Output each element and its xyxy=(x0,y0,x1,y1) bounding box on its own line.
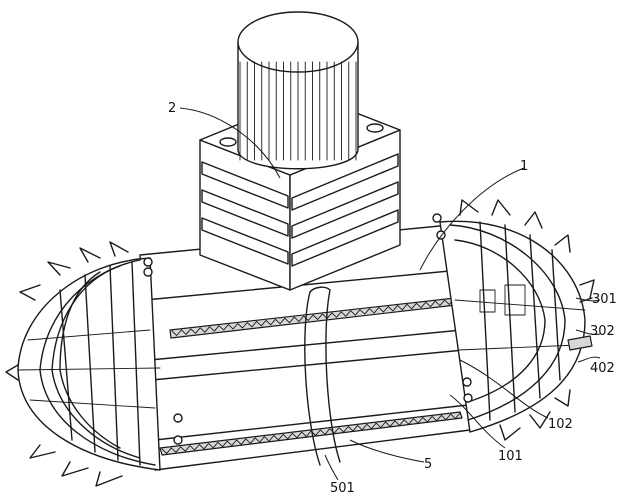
reference-labels: 2 1 301 302 402 102 101 5 501 xyxy=(168,101,617,496)
label-5: 5 xyxy=(424,457,432,472)
strap xyxy=(304,286,341,466)
label-402: 402 xyxy=(590,361,615,376)
label-501: 501 xyxy=(330,481,355,496)
label-302: 302 xyxy=(590,324,615,339)
label-301: 301 xyxy=(592,292,617,307)
label-102: 102 xyxy=(548,417,573,432)
left-cage xyxy=(5,241,183,487)
label-101: 101 xyxy=(498,449,523,464)
motor xyxy=(237,11,359,170)
right-cage xyxy=(432,199,595,441)
leader-lines xyxy=(179,107,601,481)
label-1: 1 xyxy=(520,159,528,174)
label-2: 2 xyxy=(168,101,176,116)
